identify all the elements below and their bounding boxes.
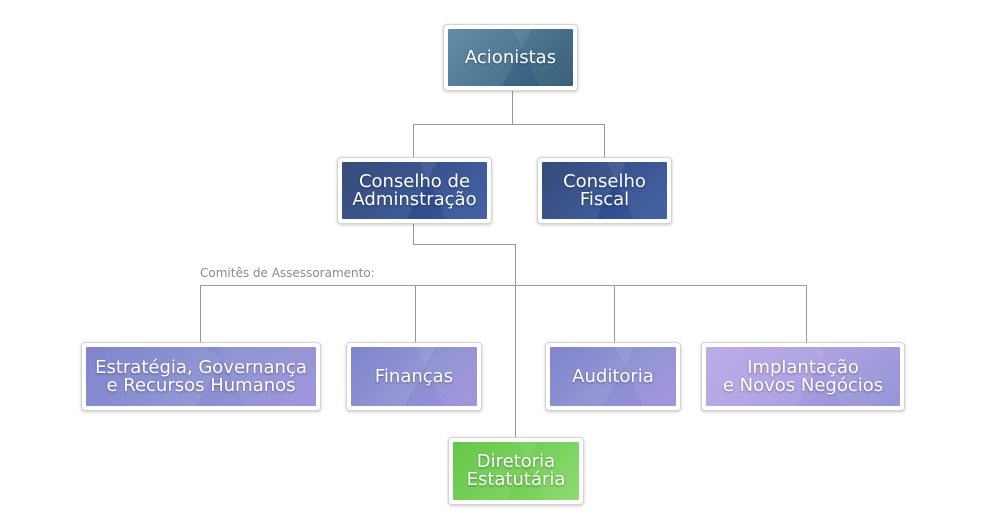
node-conselho-administracao[interactable]: Conselho de Adminstração	[337, 157, 492, 224]
node-acionistas[interactable]: Acionistas	[443, 24, 578, 91]
node-conselho-fiscal-label: Conselho Fiscal	[563, 170, 646, 210]
node-financas[interactable]: Finanças	[346, 342, 482, 411]
node-diretoria-estatutaria-label: Diretoria Estatutária	[466, 451, 566, 490]
connector-committees	[200, 285, 807, 344]
connector-acionistas-conselhos	[413, 89, 605, 159]
node-financas-label: Finanças	[374, 365, 454, 387]
node-auditoria-label: Auditoria	[572, 365, 654, 387]
committee-caption: Comitês de Assessoramento:	[200, 266, 375, 280]
node-conselho-fiscal[interactable]: Conselho Fiscal	[537, 157, 672, 224]
node-implantacao-negocios[interactable]: Implantação e Novos Negócios	[701, 342, 905, 411]
node-auditoria[interactable]: Auditoria	[545, 342, 681, 411]
node-estrategia-governanca[interactable]: Estratégia, Governança e Recursos Humano…	[81, 342, 321, 411]
node-implantacao-negocios-label: Implantação e Novos Negócios	[722, 356, 884, 396]
node-estrategia-governanca-label: Estratégia, Governança e Recursos Humano…	[95, 356, 307, 396]
node-conselho-administracao-label: Conselho de Adminstração	[352, 170, 477, 210]
connector-admin-down	[413, 222, 516, 440]
node-diretoria-estatutaria[interactable]: Diretoria Estatutária	[448, 437, 584, 505]
node-acionistas-label: Acionistas	[464, 46, 557, 68]
